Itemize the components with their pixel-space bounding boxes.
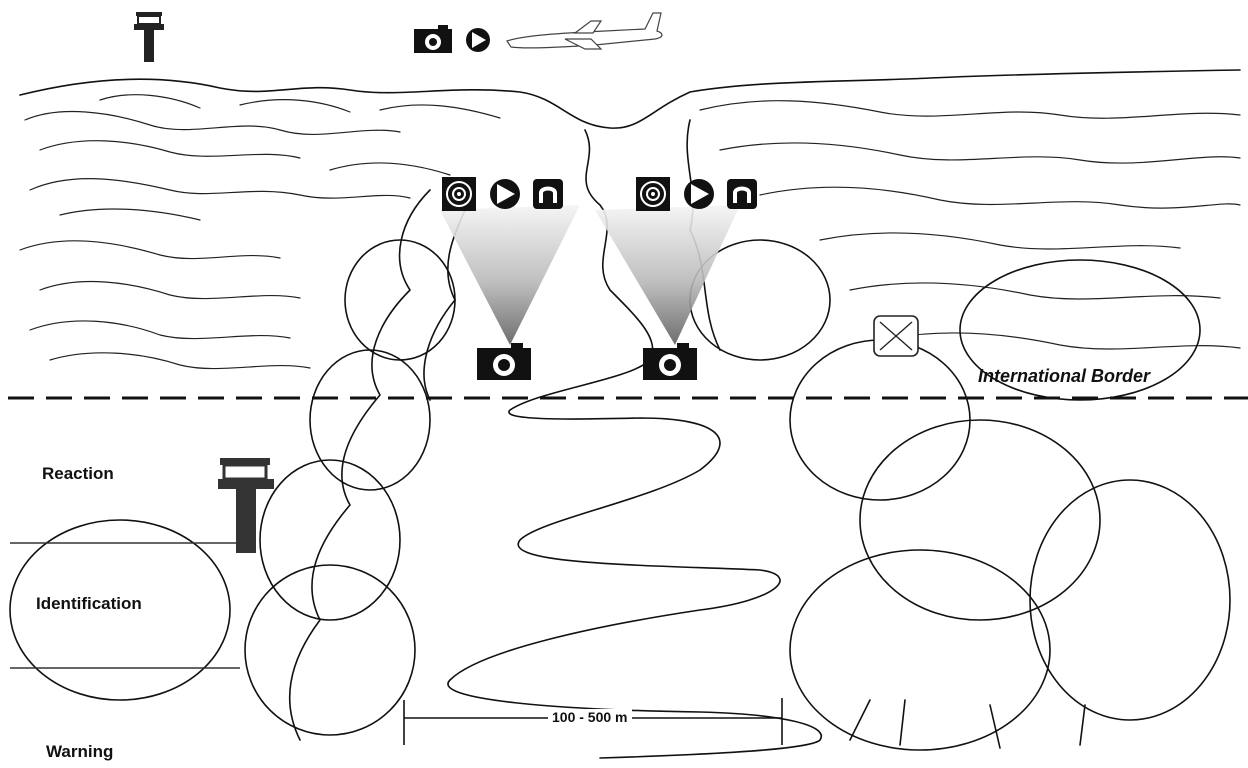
vegetation-upper-left — [19, 94, 501, 370]
horizon-ridge — [19, 69, 1241, 129]
magnetic-sensor-icon — [727, 179, 757, 209]
zone-label-warning: Warning — [46, 742, 114, 761]
radar-icon — [442, 177, 476, 211]
magnetic-sensor-icon — [533, 179, 563, 209]
international-border-label: International Border — [978, 366, 1151, 386]
zone-label-identification: Identification — [36, 594, 142, 613]
infrared-sensor-icon — [466, 28, 490, 52]
radar-icon — [636, 177, 670, 211]
infrared-sensor-icon — [490, 179, 520, 209]
ground-sensor-icon — [873, 315, 919, 357]
winding-trail — [447, 129, 823, 759]
camera-icon — [643, 343, 697, 380]
tree-line-right — [686, 119, 1231, 751]
distance-scale-label: 100 - 500 m — [548, 709, 632, 725]
infrared-sensor-icon — [684, 179, 714, 209]
sensor-cone-right — [595, 205, 740, 345]
camera-icon — [414, 25, 452, 53]
camera-icon — [477, 343, 531, 380]
aircraft-icon — [506, 12, 663, 50]
watchtower-icon — [134, 12, 164, 62]
sensor-cone-left — [440, 205, 580, 345]
zone-label-reaction: Reaction — [42, 464, 114, 483]
watchtower-icon — [218, 458, 274, 553]
vegetation-upper-right — [699, 100, 1241, 350]
